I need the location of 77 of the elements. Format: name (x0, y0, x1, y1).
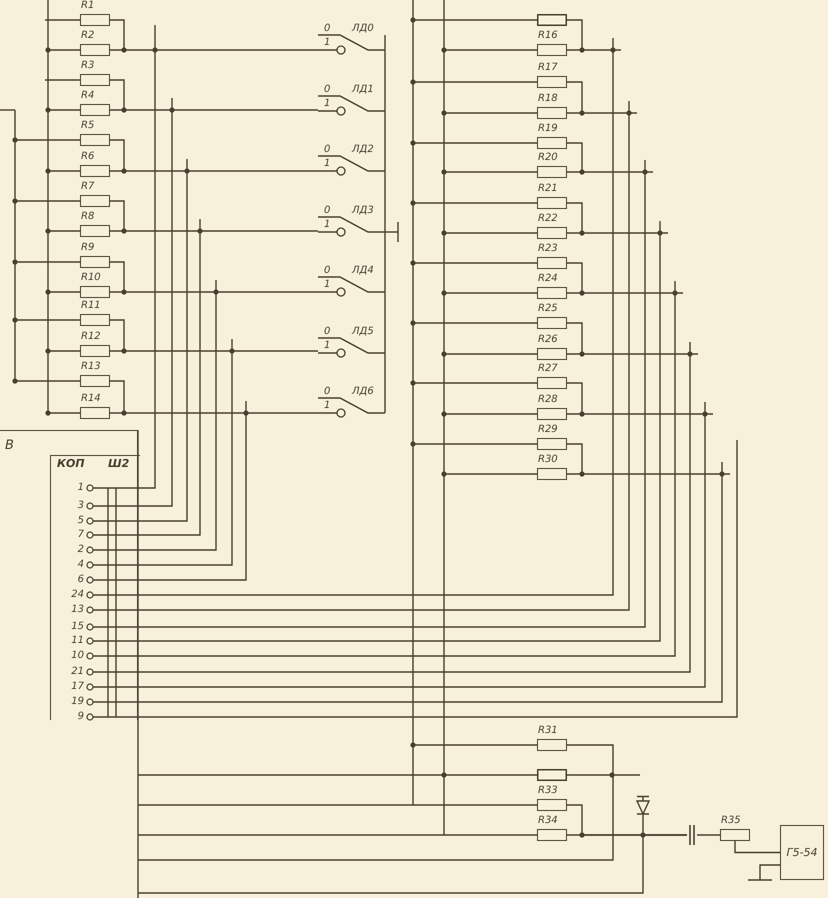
contact-label: 1 (324, 37, 330, 49)
pin-number: 3 (76, 500, 84, 512)
component-label: R22 (538, 213, 558, 225)
component-label: R5 (81, 120, 94, 132)
contact-label: 0 (324, 265, 330, 277)
component-label: R7 (81, 181, 94, 193)
component-label: R14 (81, 393, 101, 405)
switch-label: ЛД1 (352, 84, 374, 96)
pin-number: 15 (70, 621, 84, 633)
pin-number: 5 (76, 515, 84, 527)
component-label: R1 (81, 0, 94, 12)
component-label: R9 (81, 242, 94, 254)
component-label: R2 (81, 30, 94, 42)
pin-number: 24 (70, 589, 84, 601)
component-label: R8 (81, 211, 94, 223)
component-label: R19 (538, 123, 558, 135)
component-label: R3 (81, 60, 94, 72)
component-label: R35 (721, 815, 741, 827)
component-label: R30 (538, 454, 558, 466)
wire (697, 834, 720, 836)
contact-label: 1 (324, 158, 330, 170)
component-label: R13 (81, 361, 101, 373)
generator-box: Г5-54 (780, 825, 824, 880)
component-label: R20 (538, 152, 558, 164)
switch-label: ЛД0 (352, 23, 374, 35)
component-label: R11 (81, 300, 101, 312)
component-label: R24 (538, 273, 558, 285)
component-label: R16 (538, 30, 558, 42)
pin-number: 7 (76, 529, 84, 541)
connector-label: Ш2 (108, 458, 130, 470)
component-label: R29 (538, 424, 558, 436)
switch-label: ЛД3 (352, 205, 374, 217)
pin-number: 11 (70, 635, 84, 647)
switch-label: ЛД2 (352, 144, 374, 156)
contact-label: 0 (324, 84, 330, 96)
pin-number: 19 (70, 696, 84, 708)
component-label: R10 (81, 272, 101, 284)
contact-label: 1 (324, 279, 330, 291)
switch-label: ЛД4 (352, 265, 374, 277)
component-label: R6 (81, 151, 94, 163)
contact-label: 0 (324, 144, 330, 156)
pin-number: 2 (76, 544, 84, 556)
contact-label: 0 (324, 326, 330, 338)
contact-label: 1 (324, 400, 330, 412)
switch-label: ЛД6 (352, 386, 374, 398)
component-label: R18 (538, 93, 558, 105)
component-label: R17 (538, 62, 558, 74)
contact-label: 0 (324, 205, 330, 217)
contact-label: 0 (324, 386, 330, 398)
pin-number: 6 (76, 574, 84, 586)
component-label: R12 (81, 331, 101, 343)
contact-label: 0 (324, 23, 330, 35)
component-label: R27 (538, 363, 558, 375)
component-label: R25 (538, 303, 558, 315)
unit-label: В (5, 439, 14, 453)
contact-label: 1 (324, 98, 330, 110)
connector-label: КОП (57, 458, 85, 470)
pin-number: 13 (70, 604, 84, 616)
pin-number: 17 (70, 681, 84, 693)
component-label: R26 (538, 334, 558, 346)
pin-number: 10 (70, 650, 84, 662)
component-label: R21 (538, 183, 558, 195)
component-label: R23 (538, 243, 558, 255)
wire (567, 804, 687, 836)
pin-number: 1 (76, 482, 84, 494)
component-label: R34 (538, 815, 558, 827)
wire (734, 841, 780, 854)
component-label: R4 (81, 90, 94, 102)
component-label: R28 (538, 394, 558, 406)
contact-label: 1 (324, 340, 330, 352)
contact-label: 1 (324, 219, 330, 231)
pin-number: 9 (76, 711, 84, 723)
component-label: R31 (538, 725, 558, 737)
pin-number: 4 (76, 559, 84, 571)
switch-label: ЛД5 (352, 326, 374, 338)
component-label: R33 (538, 785, 558, 797)
pin-number: 21 (70, 666, 84, 678)
